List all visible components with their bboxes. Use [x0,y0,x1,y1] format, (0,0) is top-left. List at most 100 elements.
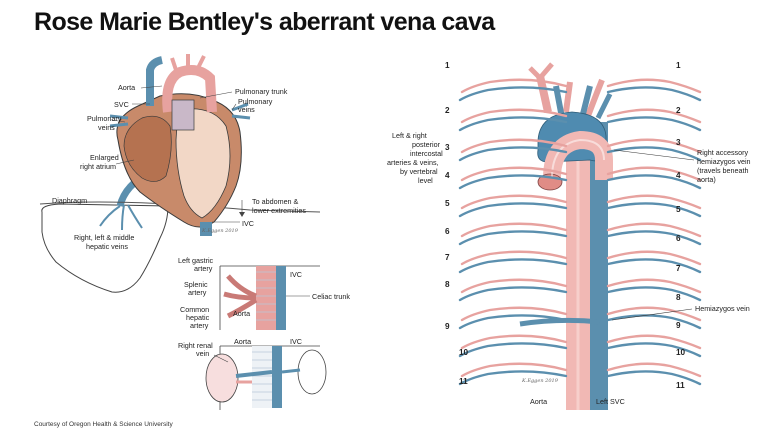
svc-vessel [146,56,163,106]
label-posterior-1: Left & right [392,131,427,140]
label-pulmonary-trunk: Pulmonary trunk [235,87,288,96]
label-right-acc-1: Right accessory [697,148,749,157]
diaphragm-line [39,201,321,213]
level-number-left: 8 [445,280,450,289]
intercostal-vessel [458,286,568,302]
right-kidney [297,349,327,395]
label-common-hepatic-3: artery [190,321,209,330]
intercostal-vessel [606,174,702,190]
intercostal-vessel [458,86,568,102]
label-renal-ivc: IVC [290,337,302,346]
page-title: Rose Marie Bentley's aberrant vena cava [34,8,495,36]
intercostal-vessel [460,334,568,350]
label-pulm-veins-right-2: veins [238,105,255,114]
intercostal-vessel [458,202,568,218]
intercostal-vessel [606,250,702,266]
intercostal-vessel [606,166,702,182]
intercostal-vessel [460,362,568,378]
level-number-left: 6 [445,227,450,236]
signature-spine: K.Eggen 2019 [521,378,559,384]
intercostal-vessel [458,146,568,162]
label-posterior-6: level [418,176,433,185]
level-number-right: 4 [676,171,681,180]
intercostal-vessel [606,370,702,386]
renal-ivc [272,346,282,408]
label-to-abdomen-2: lower extremities [252,206,306,215]
intercostal-vessel [606,342,702,358]
level-number-right: 1 [676,61,681,70]
level-number-right: 7 [676,264,681,273]
label-spine-aorta: Aorta [530,397,547,406]
level-number-left: 10 [459,348,469,357]
label-common-hepatic-2: hepatic [186,313,210,322]
image-credit: Courtesy of Oregon Health & Science Univ… [34,421,173,428]
intercostal-vessel [460,166,568,182]
level-number-left: 3 [445,143,450,152]
label-posterior-5: by vertebral [400,167,438,176]
label-hemiazygos: Hemiazygos vein [695,304,750,313]
intercostal-vessel [458,174,568,190]
label-right-acc-2: hemiazygos vein [697,157,751,166]
label-left-svc: Left SVC [596,397,625,406]
level-number-left: 9 [445,322,450,331]
renal-diagram [205,345,327,410]
intercostal-vessel [606,194,702,210]
label-posterior-3: intercostal [410,149,443,158]
intercostal-vessel [458,314,568,330]
label-pulm-veins-left-1: Pulmonary [87,114,122,123]
intercostal-vessel [606,116,702,132]
label-right-renal-2: vein [196,349,209,358]
celiac-diagram [219,265,320,330]
label-pulm-veins-left-2: veins [98,123,115,132]
intercostal-vessel [460,306,568,322]
level-number-right: 3 [676,138,681,147]
intercostal-vessel [460,278,568,294]
level-number-right: 9 [676,321,681,330]
label-right-renal-1: Right renal [178,341,213,350]
intercostal-vessel [606,78,702,94]
renal-aorta [252,346,272,408]
intercostal-vessel [460,138,568,154]
label-right-acc-4: aorta) [697,175,716,184]
label-celiac-aorta: Aorta [233,309,250,318]
level-number-left: 7 [445,253,450,262]
level-number-left: 2 [445,106,450,115]
liver-shape [41,203,169,293]
intercostal-vessel [606,278,702,294]
level-number-right: 5 [676,205,681,214]
intercostal-vessel [606,314,702,330]
intercostal-vessel [458,116,568,132]
level-number-left: 11 [459,377,468,386]
label-enlarged-2: right atrium [80,162,116,171]
intercostal-vessel [606,286,702,302]
intercostal-vessel [606,138,702,154]
label-svc: SVC [114,100,129,109]
intercostal-vessel [460,194,568,210]
intercostal-vessel [606,334,702,350]
label-diaphragm: Diaphragm [52,196,87,205]
intercostal-vessel [606,258,702,274]
signature-heart: K.Eggen 2019 [201,228,239,234]
label-celiac-trunk: Celiac trunk [312,292,350,301]
intercostal-vessel [458,258,568,274]
intercostal-vessel [458,342,568,358]
label-aorta: Aorta [118,83,135,92]
left-kidney [205,353,239,403]
intercostal-vessel [460,78,568,94]
label-splenic-1: Splenic [184,280,208,289]
level-number-left: 5 [445,199,450,208]
aortic-arch [162,65,217,113]
intercostal-vessel [460,250,568,266]
intercostal-vessel [460,108,568,124]
celiac-aorta [256,266,276,330]
intercostal-vessel [606,362,702,378]
level-number-right: 11 [676,381,685,390]
label-right-acc-3: (travels beneath [697,166,749,175]
left-svc [590,122,608,410]
intercostal-vessel [458,370,568,386]
intercostal-vessel [606,230,702,246]
level-number-right: 2 [676,106,681,115]
label-hepatic-2: hepatic veins [86,242,128,251]
intercostal-vessel [606,108,702,124]
